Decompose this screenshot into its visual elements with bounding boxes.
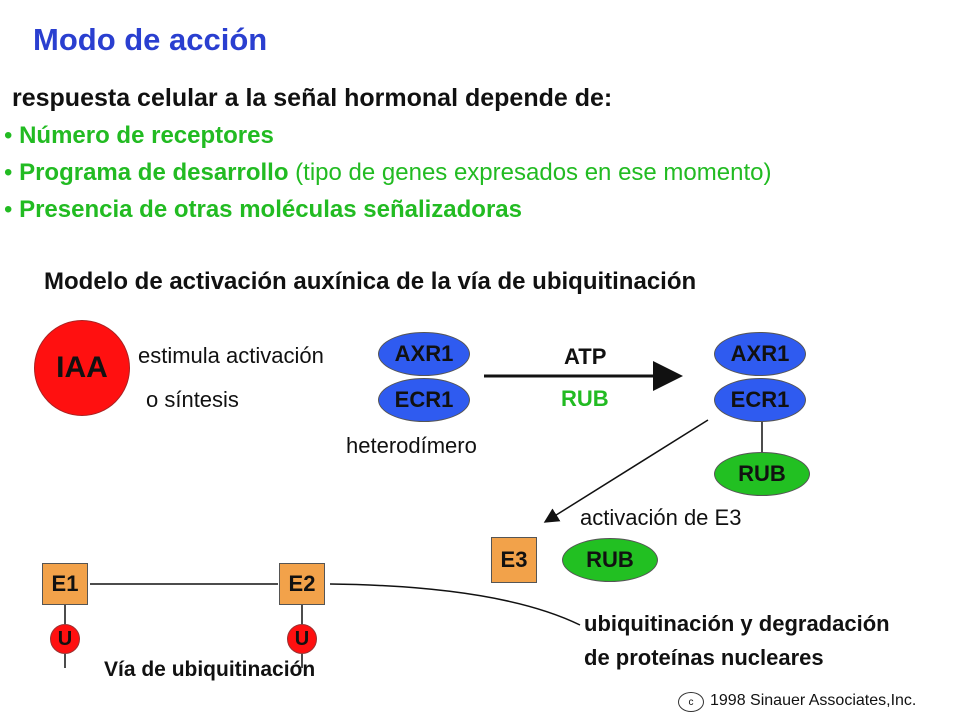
- rub-node-2: RUB: [562, 538, 658, 582]
- bullet-detail: (tipo de genes expresados en ese momento…: [288, 159, 772, 186]
- stimulus-label-1: estimula activación: [138, 343, 324, 368]
- page-title: Modo de acción: [33, 22, 268, 57]
- ubiquitin-node-1: U: [50, 624, 80, 654]
- e1-box: E1: [42, 563, 88, 605]
- bullet-dot-icon: •: [4, 196, 13, 223]
- axr1-node-2: AXR1: [714, 332, 806, 376]
- axr1-node-1: AXR1: [378, 332, 470, 376]
- outcome-label-1: ubiquitinación y degradación: [584, 611, 890, 636]
- pathway-label: Vía de ubiquitinación: [104, 658, 316, 681]
- e3-activation-arrow: [543, 419, 709, 523]
- bullet-dot-icon: •: [4, 159, 13, 186]
- intro-text: respuesta celular a la señal hormonal de…: [12, 84, 613, 112]
- ecr1-node-1: ECR1: [378, 378, 470, 422]
- bullet-molecules: • Presencia de otras moléculas señalizad…: [4, 196, 522, 224]
- rub-node-1: RUB: [714, 452, 810, 496]
- stimulus-label-2: o síntesis: [146, 387, 239, 412]
- diagram-title: Modelo de activación auxínica de la vía …: [44, 268, 697, 295]
- copyright-text: 1998 Sinauer Associates,Inc.: [710, 692, 917, 709]
- e2-box: E2: [279, 563, 325, 605]
- e3-box: E3: [491, 537, 537, 583]
- heterodimer-label: heterodímero: [346, 433, 477, 458]
- bullet-receptors: • Número de receptores: [4, 122, 274, 150]
- bullet-strong: Número de receptores: [19, 122, 274, 149]
- bullet-strong: Programa de desarrollo: [19, 159, 289, 186]
- bullet-dot-icon: •: [4, 122, 13, 149]
- iaa-node: IAA: [34, 320, 130, 416]
- bullet-strong: Presencia de otras moléculas señalizador…: [19, 196, 522, 223]
- bullet-development: • Programa de desarrollo (tipo de genes …: [4, 159, 771, 187]
- rub-label: RUB: [561, 386, 609, 411]
- atp-label: ATP: [564, 344, 607, 369]
- copyright-icon: c: [678, 692, 704, 712]
- e3-activation-label: activación de E3: [580, 505, 742, 530]
- ubiquitin-node-2: U: [287, 624, 317, 654]
- outcome-label-2: de proteínas nucleares: [584, 645, 824, 670]
- e2-outcome-curve: [329, 583, 581, 626]
- ecr1-node-2: ECR1: [714, 378, 806, 422]
